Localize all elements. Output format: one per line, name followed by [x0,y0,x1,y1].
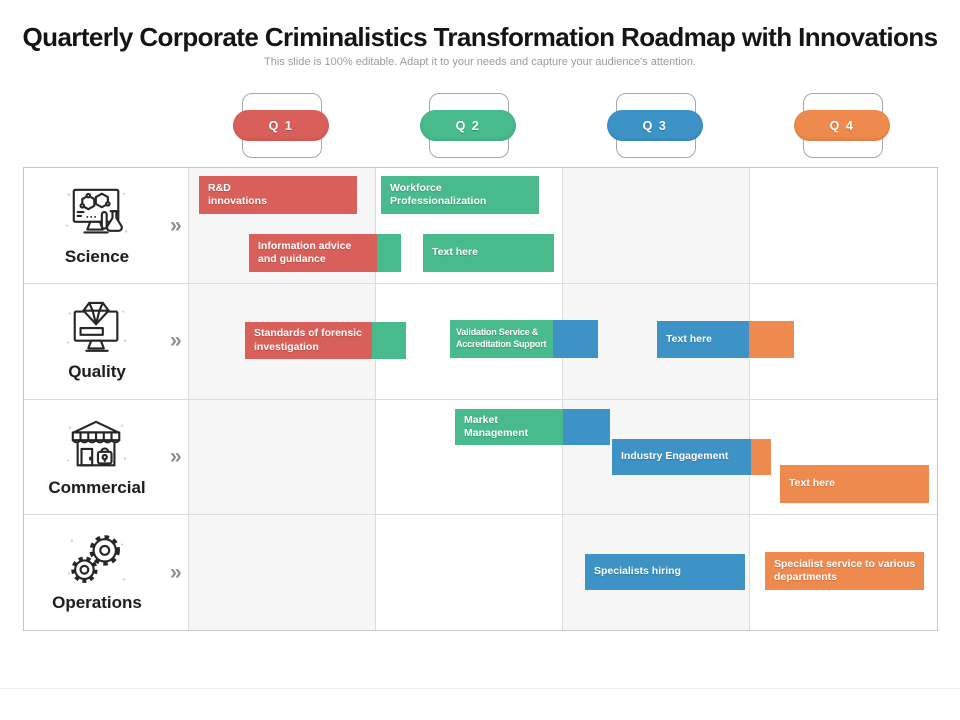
bar-text-here-quality: Text here [657,321,794,358]
bar-label: Text here [666,332,712,345]
bar-label: Validation Service & Accreditation Suppo… [456,327,547,349]
page-subtitle: This slide is 100% editable. Adapt it to… [264,56,696,68]
bar-specialist-service: Specialist service to various department… [765,552,924,590]
bar-label: Text here [789,477,835,490]
bar-rd-innovations: R&D innovations [199,176,357,214]
grid-hline [24,283,937,284]
grid-hline [24,399,937,400]
quarter-pill-q2: Q 2 [420,110,516,141]
bar-label: Standards of forensic investigation [254,327,362,353]
storefront-bag-icon [59,416,135,476]
row-label-operations: Operations [52,593,142,612]
bar-label: R&D innovations [208,181,267,207]
row-header-commercial: Commercial » [24,399,188,514]
bar-label: Specialist service to various department… [774,557,916,583]
quarter-pill-q1: Q 1 [233,110,329,141]
bar-tail [749,321,794,358]
bar-label: Information advice and guidance [258,239,352,265]
bottom-divider [0,688,960,689]
bar-text-here-science: Text here [423,234,554,272]
bar-text-here-commercial: Text here [780,465,929,503]
bar-tail [553,320,598,358]
gears-icon [59,531,135,591]
bar-specialists-hiring: Specialists hiring [585,554,745,590]
bar-label: Workforce Professionalization [390,181,487,207]
bar-validation-service: Validation Service & Accreditation Suppo… [450,320,598,358]
bar-standards-forensic: Standards of forensic investigation [245,322,406,359]
bar-information-advice: Information advice and guidance [249,234,401,272]
row-label-quality: Quality [68,361,126,381]
grid-hline [24,514,937,515]
page-title: Quarterly Corporate Criminalistics Trans… [22,22,938,52]
quarter-pill-q3: Q 3 [607,110,703,141]
bar-label: Specialists hiring [594,565,681,578]
bar-industry-engagement: Industry Engagement [612,439,771,475]
row-header-science: Science » [24,168,188,283]
row-header-operations: Operations » [24,514,188,630]
bar-tail [372,322,406,359]
bar-label: Text here [432,246,478,259]
chevron-right-icon: » [170,560,182,584]
quarter-pill-q4: Q 4 [794,110,890,141]
roadmap-grid: Science » Qu [23,167,938,631]
bar-workforce-professionalization: Workforce Professionalization [381,176,539,214]
bar-tail [377,234,401,272]
bar-label: Industry Engagement [621,450,729,463]
monitor-diamond-icon [59,300,135,360]
bar-label: Market Management [464,413,529,439]
chevron-right-icon: » [170,445,182,468]
bar-market-management: Market Management [455,409,610,445]
monitor-molecules-flask-icon [59,185,135,245]
row-header-quality: Quality » [24,283,188,398]
row-label-commercial: Commercial [48,477,146,497]
bar-tail [751,439,771,475]
chevron-right-icon: » [170,329,182,352]
chevron-right-icon: » [170,214,182,237]
row-label-science: Science [64,246,130,266]
bar-tail [563,409,610,445]
